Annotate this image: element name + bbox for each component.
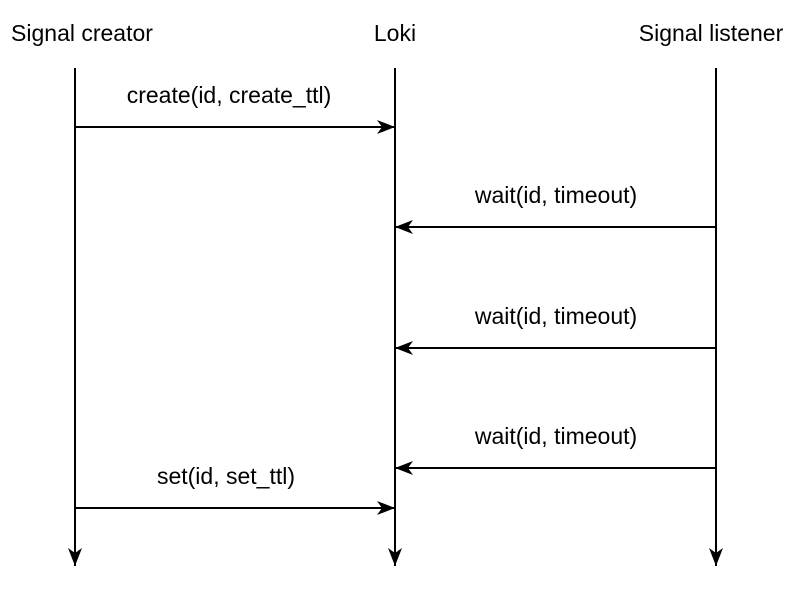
- participant-label-signal-creator: Signal creator: [11, 20, 153, 46]
- participant-label-signal-listener: Signal listener: [639, 20, 784, 46]
- participant-label-loki: Loki: [374, 20, 416, 46]
- message-label-create: create(id, create_ttl): [127, 82, 332, 108]
- message-label-wait-2: wait(id, timeout): [474, 303, 637, 329]
- message-label-wait-3: wait(id, timeout): [474, 423, 637, 449]
- message-label-set: set(id, set_ttl): [157, 463, 295, 489]
- message-label-wait-1: wait(id, timeout): [474, 182, 637, 208]
